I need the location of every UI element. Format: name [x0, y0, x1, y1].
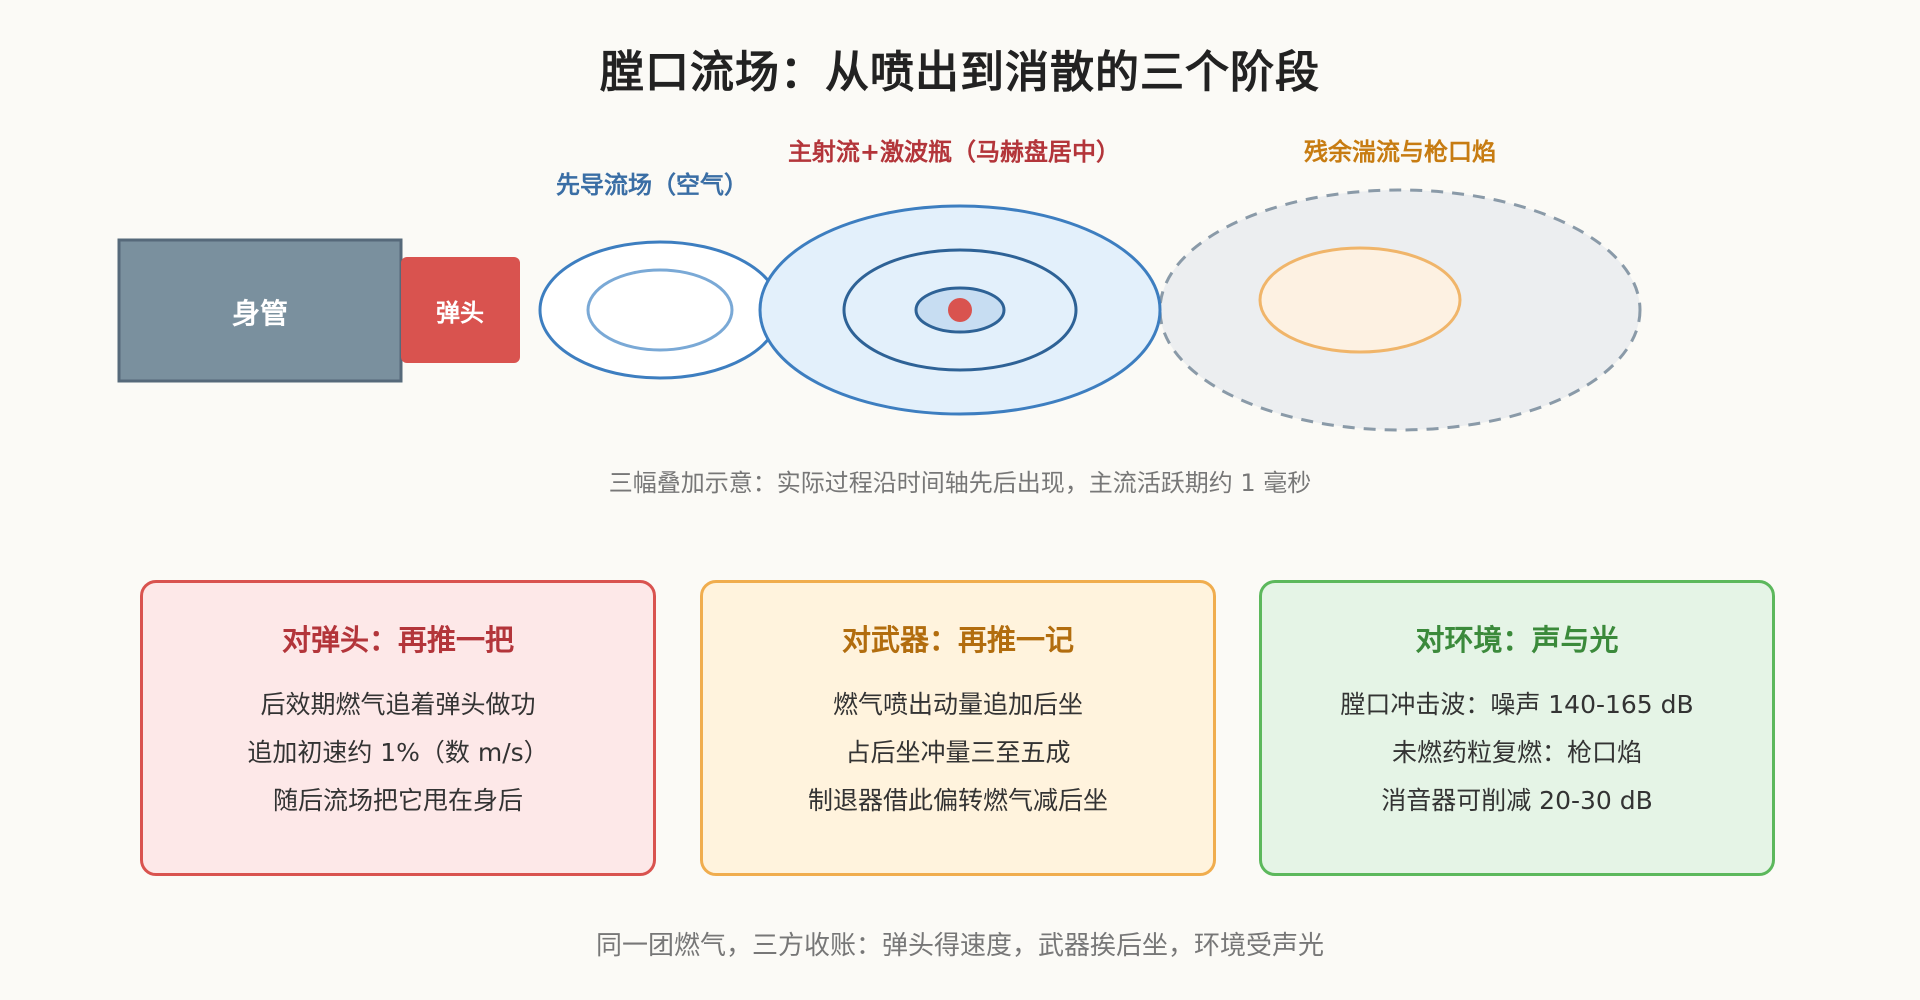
- card-line: 占后坐冲量三至五成: [845, 738, 1071, 767]
- stage1-label: 先导流场（空气）: [556, 171, 748, 199]
- bullet-label: 弹头: [436, 299, 484, 327]
- muzzle-flash-shape: [1258, 246, 1462, 354]
- card-line: 追加初速约 1%（数 m/s）: [247, 738, 549, 767]
- barrel-label: 身管: [232, 297, 288, 330]
- barrel-shape: [117, 238, 403, 383]
- card-line: 未燃药粒复燃：枪口焰: [1391, 738, 1642, 767]
- stage2-label: 主射流+激波瓶（马赫盘居中）: [788, 138, 1120, 166]
- card-line: 膛口冲击波：噪声 140-165 dB: [1340, 690, 1694, 719]
- card-title: 对武器：再推一记: [841, 623, 1074, 657]
- card-line: 消音器可削减 20-30 dB: [1381, 786, 1653, 815]
- card-line: 随后流场把它甩在身后: [272, 786, 523, 815]
- card-bullet-effect: 对弹头：再推一把 后效期燃气追着弹头做功 追加初速约 1%（数 m/s） 随后流…: [140, 580, 656, 876]
- card-line: 燃气喷出动量追加后坐: [832, 690, 1083, 719]
- stage3-label: 残余湍流与枪口焰: [1304, 138, 1496, 166]
- card-environment-effect: 对环境：声与光 膛口冲击波：噪声 140-165 dB 未燃药粒复燃：枪口焰 消…: [1259, 580, 1775, 876]
- card-line: 制退器借此偏转燃气减后坐: [807, 786, 1108, 815]
- card-weapon-effect: 对武器：再推一记 燃气喷出动量追加后坐 占后坐冲量三至五成 制退器借此偏转燃气减…: [700, 580, 1216, 876]
- precursor-flow-inner: [586, 268, 734, 352]
- card-line: 后效期燃气追着弹头做功: [260, 690, 536, 719]
- footer-summary: 同一团燃气，三方收账：弹头得速度，武器挨后坐，环境受声光: [595, 931, 1324, 961]
- muzzle-flow-diagram: 身管 弹头 先导流场（空气） 主射流+激波瓶（马赫盘居中） 残余湍流与枪口焰: [117, 138, 1642, 432]
- mach-disk-dot: [948, 298, 972, 322]
- page-title: 膛口流场：从喷出到消散的三个阶段: [600, 47, 1320, 98]
- bullet-shape: [401, 257, 520, 363]
- card-title: 对环境：声与光: [1415, 623, 1619, 657]
- diagram-caption: 三幅叠加示意：实际过程沿时间轴先后出现，主流活跃期约 1 毫秒: [608, 469, 1312, 497]
- card-title: 对弹头：再推一把: [281, 623, 514, 657]
